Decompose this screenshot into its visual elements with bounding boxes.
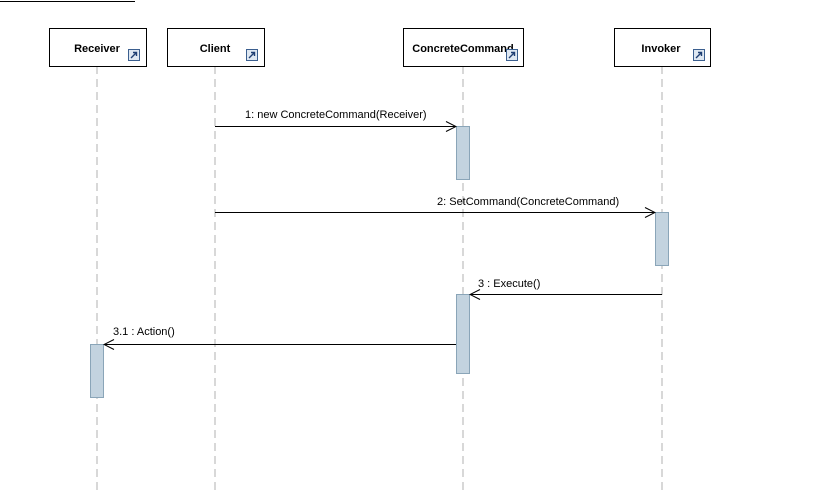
participant-invoker[interactable]: Invoker xyxy=(614,28,711,67)
message-3[interactable]: 3 : Execute() xyxy=(470,278,662,295)
participant-concrete-command[interactable]: ConcreteCommand xyxy=(403,28,524,67)
message-3-1[interactable]: 3.1 : Action() xyxy=(104,326,456,345)
message-2[interactable]: 2: SetCommand(ConcreteCommand) xyxy=(215,196,655,213)
participant-receiver[interactable]: Receiver xyxy=(49,28,147,67)
participant-concrete-command-label: ConcreteCommand xyxy=(412,43,513,55)
participant-invoker-label: Invoker xyxy=(641,43,681,55)
participant-receiver-label: Receiver xyxy=(74,43,121,55)
link-shortcut-icon xyxy=(128,49,140,61)
link-shortcut-icon xyxy=(506,49,518,61)
message-1-label: 1: new ConcreteCommand(Receiver) xyxy=(245,109,427,121)
link-shortcut-icon xyxy=(693,49,705,61)
message-3-label: 3 : Execute() xyxy=(478,278,540,290)
activation-invoker xyxy=(655,212,669,266)
activation-concrete-command-2 xyxy=(456,294,470,374)
participant-client-label: Client xyxy=(200,43,231,55)
participant-client[interactable]: Client xyxy=(167,28,265,67)
activation-concrete-command-1 xyxy=(456,126,470,180)
message-3-1-label: 3.1 : Action() xyxy=(113,326,175,338)
message-2-label: 2: SetCommand(ConcreteCommand) xyxy=(437,196,619,208)
activation-receiver xyxy=(90,344,104,398)
link-shortcut-icon xyxy=(246,49,258,61)
message-1[interactable]: 1: new ConcreteCommand(Receiver) xyxy=(215,109,456,127)
